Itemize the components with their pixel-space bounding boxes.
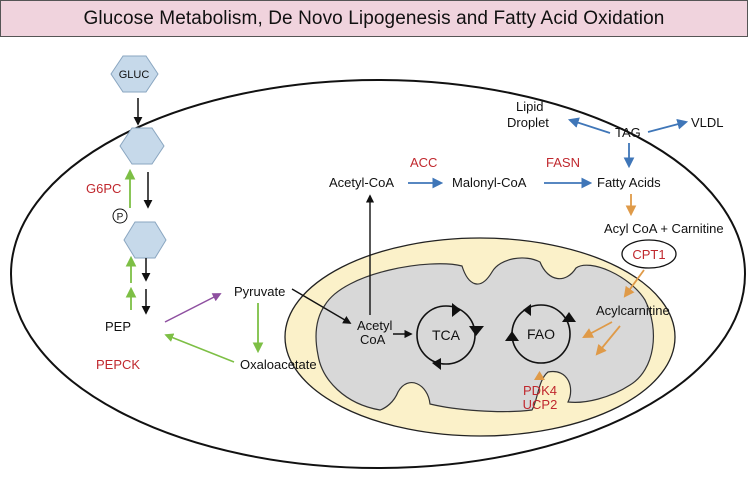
- cyto-acetylcoa-label: Acetyl-CoA: [329, 175, 394, 190]
- fao-label: FAO: [527, 326, 555, 342]
- acylcarnitine-label: Acylcarnitine: [596, 303, 670, 318]
- cpt1-label: CPT1: [632, 247, 665, 262]
- fao-cycle-arrowhead-right: [562, 312, 576, 322]
- glucose-intermediate-hexagon: [119, 127, 165, 165]
- tag-to-vldl-arrow: [647, 118, 689, 133]
- pepck-label: PEPCK: [96, 357, 140, 372]
- phosphate-label: P: [117, 212, 124, 223]
- oxaloacetate-to-pep-arrow: [164, 333, 235, 363]
- droplet-label: Droplet: [507, 115, 549, 130]
- lipid-label: Lipid: [516, 99, 543, 114]
- pdk4-inhibition-marker: [534, 371, 545, 380]
- mitochondrion-matrix: [315, 257, 655, 413]
- acylcarnitine-to-fao-arrow-1: [582, 321, 613, 339]
- tag-to-lipid-droplet-arrow: [567, 117, 611, 134]
- g6pc-label: G6PC: [86, 181, 121, 196]
- acc-label: ACC: [410, 155, 437, 170]
- mito-acetyl-label: Acetyl: [357, 318, 393, 333]
- phosphate-circle: [112, 208, 128, 224]
- malonylcoa-label: Malonyl-CoA: [452, 175, 527, 190]
- fasn-label: FASN: [546, 155, 580, 170]
- pep-to-pyruvate-arrow: [164, 293, 222, 323]
- tca-cycle-arrowhead-right: [469, 326, 484, 336]
- tca-cycle-arrowhead-bottom: [432, 358, 441, 370]
- oxaloacetate-label: Oxaloacetate: [240, 357, 317, 372]
- fao-cycle-arrowhead-top: [523, 304, 531, 316]
- diagram-title: Glucose Metabolism, De Novo Lipogenesis …: [83, 7, 665, 29]
- pyruvate-label: Pyruvate: [234, 284, 285, 299]
- tag-label: TAG: [615, 125, 641, 140]
- gluc-label: GLUC: [119, 69, 150, 81]
- fattyacids-label: Fatty Acids: [597, 175, 661, 190]
- diagram-title-box: Glucose Metabolism, De Novo Lipogenesis …: [0, 0, 748, 37]
- acylcoa-carnitine-label: Acyl CoA + Carnitine: [604, 221, 724, 236]
- glucose-hexagon: [110, 55, 159, 93]
- tca-label: TCA: [432, 327, 461, 343]
- cpt1-to-acylcarnitine-arrow: [623, 269, 645, 298]
- mito-coa-label: CoA: [360, 332, 386, 347]
- tca-cycle-circle: [416, 305, 476, 365]
- ucp2-label: UCP2: [523, 397, 558, 412]
- fao-cycle-arrowhead-left: [505, 331, 519, 341]
- acylcarnitine-to-fao-arrow-2: [595, 325, 621, 356]
- vldl-label: VLDL: [691, 115, 724, 130]
- pep-label: PEP: [105, 319, 131, 334]
- cpt1-oval: [621, 239, 677, 269]
- pdk4-label: PDK4: [523, 383, 557, 398]
- pyruvate-to-acetylcoa-arrow: [291, 288, 352, 324]
- tca-cycle-arrowhead-top: [452, 303, 461, 317]
